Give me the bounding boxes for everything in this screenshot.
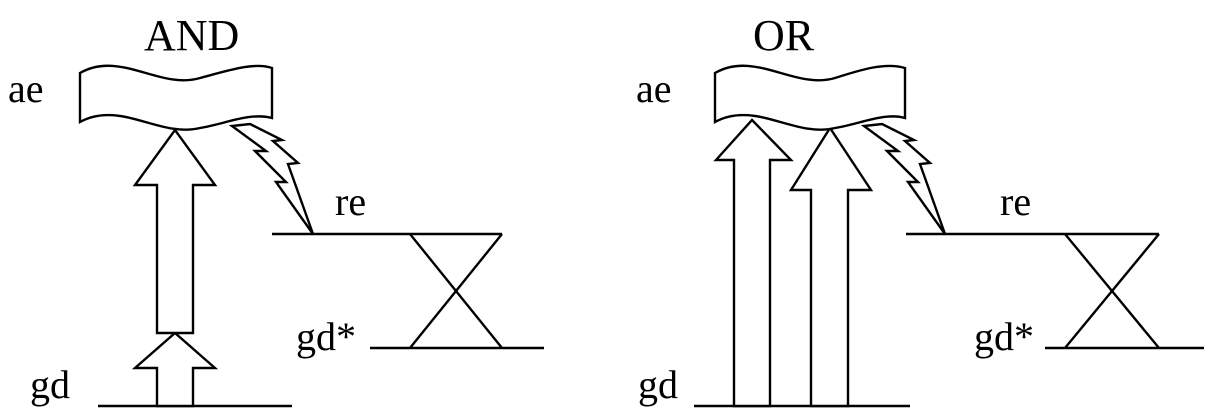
panel-or: OR gd ae re gd*	[636, 11, 1204, 408]
ae-label: ae	[8, 66, 44, 111]
gd-label: gd	[30, 362, 70, 407]
crossing-line-b	[1064, 233, 1160, 349]
ae-label: ae	[636, 66, 672, 111]
lightning-bolt	[228, 122, 315, 235]
ae-band	[713, 64, 907, 131]
panel-title-or: OR	[753, 11, 815, 60]
gd-star-label: gd*	[296, 314, 356, 359]
gd-label: gd	[638, 362, 678, 407]
panel-and: AND gd ae re gd*	[8, 11, 544, 408]
crossing-line-b	[409, 233, 503, 349]
excitation-arrow-lower	[131, 331, 219, 408]
excitation-arrow-upper	[132, 127, 218, 335]
re-label: re	[335, 179, 366, 224]
excitation-arrow-2	[788, 125, 874, 408]
lightning-bolt	[860, 122, 947, 235]
panel-title-and: AND	[144, 11, 239, 60]
re-label: re	[1000, 179, 1031, 224]
ae-band	[78, 64, 274, 131]
excitation-arrow-1	[713, 118, 794, 408]
gd-star-label: gd*	[974, 314, 1034, 359]
